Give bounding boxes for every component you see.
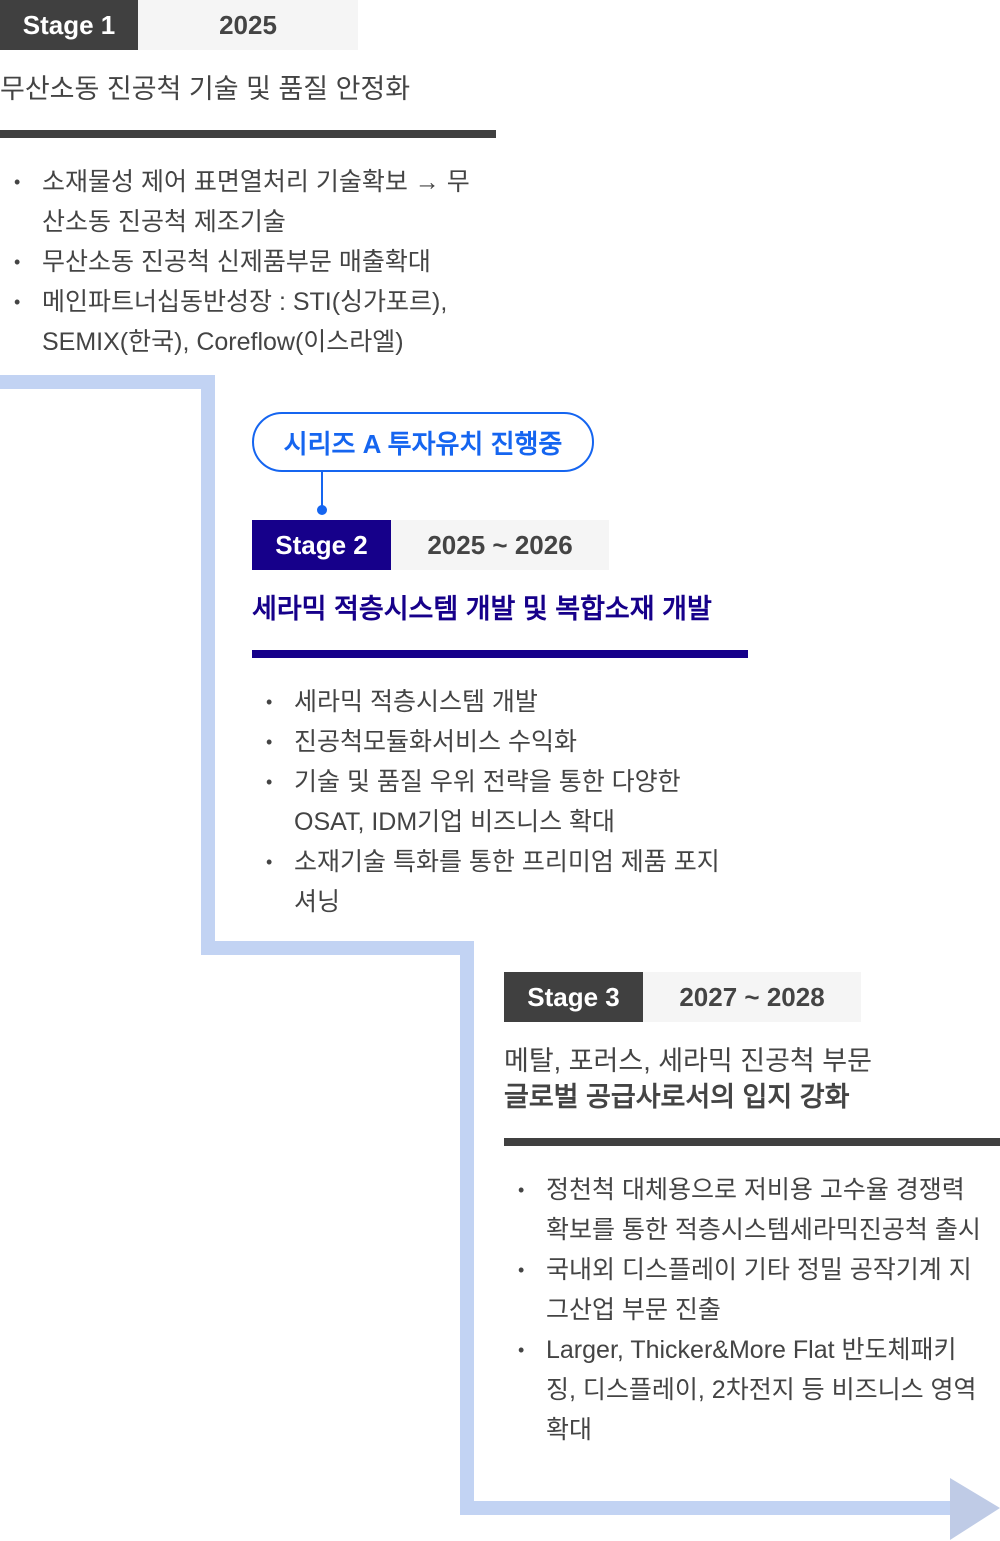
stage3-divider <box>504 1138 1000 1146</box>
stage2-bullets: 세라믹 적층시스템 개발 진공척모듈화서비스 수익화 기술 및 품질 우위 전략… <box>252 682 722 922</box>
stage2-tag: Stage 2 2025 ~ 2026 <box>252 520 609 570</box>
list-item: 소재기술 특화를 통한 프리미엄 제품 포지셔닝 <box>252 842 722 922</box>
stage3-label: Stage 3 <box>504 972 643 1022</box>
list-item: 세라믹 적층시스템 개발 <box>252 682 722 722</box>
stage2-title: 세라믹 적층시스템 개발 및 복합소재 개발 <box>252 594 712 624</box>
milestone-dot <box>317 505 327 515</box>
stage2-label: Stage 2 <box>252 520 391 570</box>
stage1-title: 무산소동 진공척 기술 및 품질 안정화 <box>0 74 411 104</box>
stage3-title-line2: 글로벌 공급사로서의 입지 강화 <box>504 1082 850 1112</box>
stage1-divider <box>0 130 496 138</box>
list-item: 정천척 대체용으로 저비용 고수율 경쟁력 확보를 통한 적층시스템세라믹진공척… <box>504 1170 984 1250</box>
stage3-bullets: 정천척 대체용으로 저비용 고수율 경쟁력 확보를 통한 적층시스템세라믹진공척… <box>504 1170 984 1450</box>
stage1-tag: Stage 1 2025 <box>0 0 358 50</box>
stage3-years: 2027 ~ 2028 <box>643 972 861 1022</box>
list-item: 국내외 디스플레이 기타 정밀 공작기계 지그산업 부문 진출 <box>504 1250 984 1330</box>
stage2-years: 2025 ~ 2026 <box>391 520 609 570</box>
list-item: 메인파트너십동반성장 : STI(싱가포르), SEMIX(한국), Coref… <box>0 282 490 362</box>
stage2-divider <box>252 650 748 658</box>
list-item: 소재물성 제어 표면열처리 기술확보 → 무산소동 진공척 제조기술 <box>0 162 490 242</box>
list-item: 기술 및 품질 우위 전략을 통한 다양한 OSAT, IDM기업 비즈니스 확… <box>252 762 722 842</box>
stage3-tag: Stage 3 2027 ~ 2028 <box>504 972 861 1022</box>
milestone-badge: 시리즈 A 투자유치 진행중 <box>252 412 594 472</box>
list-item: 무산소동 진공척 신제품부문 매출확대 <box>0 242 490 282</box>
list-item: Larger, Thicker&More Flat 반도체패키징, 디스플레이,… <box>504 1330 984 1450</box>
stage1-years: 2025 <box>138 0 358 50</box>
list-item: 진공척모듈화서비스 수익화 <box>252 722 722 762</box>
stage1-bullets: 소재물성 제어 표면열처리 기술확보 → 무산소동 진공척 제조기술 무산소동 … <box>0 162 490 362</box>
milestone-connector <box>321 472 323 508</box>
stage1-label: Stage 1 <box>0 0 138 50</box>
stage3-title-line1: 메탈, 포러스, 세라믹 진공척 부문 <box>504 1046 872 1076</box>
